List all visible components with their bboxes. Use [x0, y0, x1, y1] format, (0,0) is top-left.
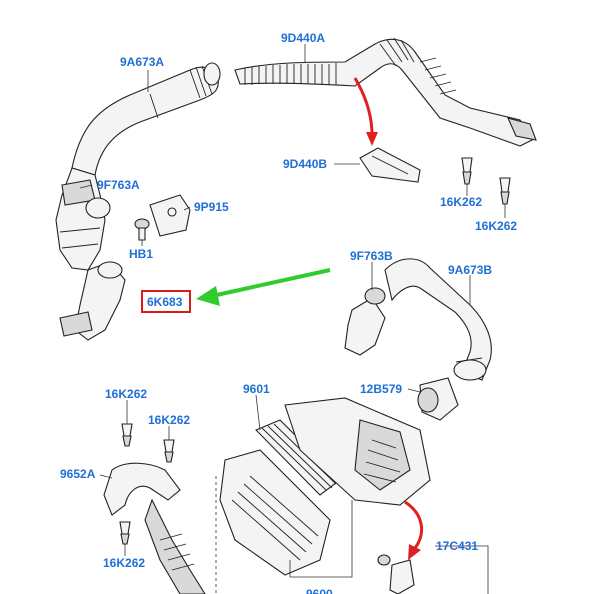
- push-clip-16K262-e: [119, 521, 131, 545]
- intake-tube-9A673A: [71, 62, 221, 176]
- push-clip-16K262-d: [163, 439, 175, 463]
- label-16K262-d: 16K262: [148, 413, 190, 427]
- label-9D440A: 9D440A: [281, 31, 325, 45]
- corrugated-hose-9D440A: [234, 37, 537, 147]
- red-arrowhead-bottom: [408, 544, 421, 560]
- label-9600: 9600: [306, 587, 333, 594]
- label-16K262-e: 16K262: [103, 556, 145, 570]
- label-9D440B: 9D440B: [283, 157, 327, 171]
- label-9A673A: 9A673A: [120, 55, 164, 69]
- bracket-17C431: [377, 554, 415, 594]
- push-clip-16K262-c: [121, 423, 133, 447]
- highlight-box-6K683: [141, 290, 191, 313]
- bracket-9P915: [149, 194, 191, 237]
- resonator-9F763B: [344, 287, 386, 356]
- duct-9652A: [103, 462, 206, 594]
- green-pointer-line: [211, 268, 331, 298]
- resonator-9F763A: [55, 167, 111, 271]
- air-cleaner-cover: [284, 397, 431, 506]
- bracket-9D440B: [359, 147, 421, 183]
- push-clip-16K262-a: [461, 157, 473, 185]
- label-9P915: 9P915: [194, 200, 229, 214]
- green-pointer-head: [196, 286, 220, 306]
- sensor-12B579: [417, 377, 459, 421]
- red-arrowhead-top: [366, 132, 378, 146]
- hose-6K683: [59, 261, 126, 341]
- bolt-HB1: [134, 218, 150, 241]
- label-9652A: 9652A: [60, 467, 96, 481]
- red-arrow-top: [353, 77, 374, 136]
- label-HB1: HB1: [129, 247, 153, 261]
- red-arrow-bottom: [404, 500, 424, 549]
- label-9F763B: 9F763B: [350, 249, 393, 263]
- air-cleaner-body-9600: [219, 449, 331, 576]
- label-9F763A: 9F763A: [97, 178, 140, 192]
- leader-lines: [79, 44, 506, 594]
- label-9601: 9601: [243, 382, 270, 396]
- label-16K262-c: 16K262: [105, 387, 147, 401]
- label-16K262-a: 16K262: [440, 195, 482, 209]
- label-16K262-b: 16K262: [475, 219, 517, 233]
- label-12B579: 12B579: [360, 382, 402, 396]
- label-6K683: 6K683: [147, 295, 183, 309]
- label-17C431: 17C431: [436, 539, 478, 553]
- duct-9A673B: [384, 258, 492, 381]
- label-9A673B: 9A673B: [448, 263, 492, 277]
- push-clip-16K262-b: [499, 177, 511, 205]
